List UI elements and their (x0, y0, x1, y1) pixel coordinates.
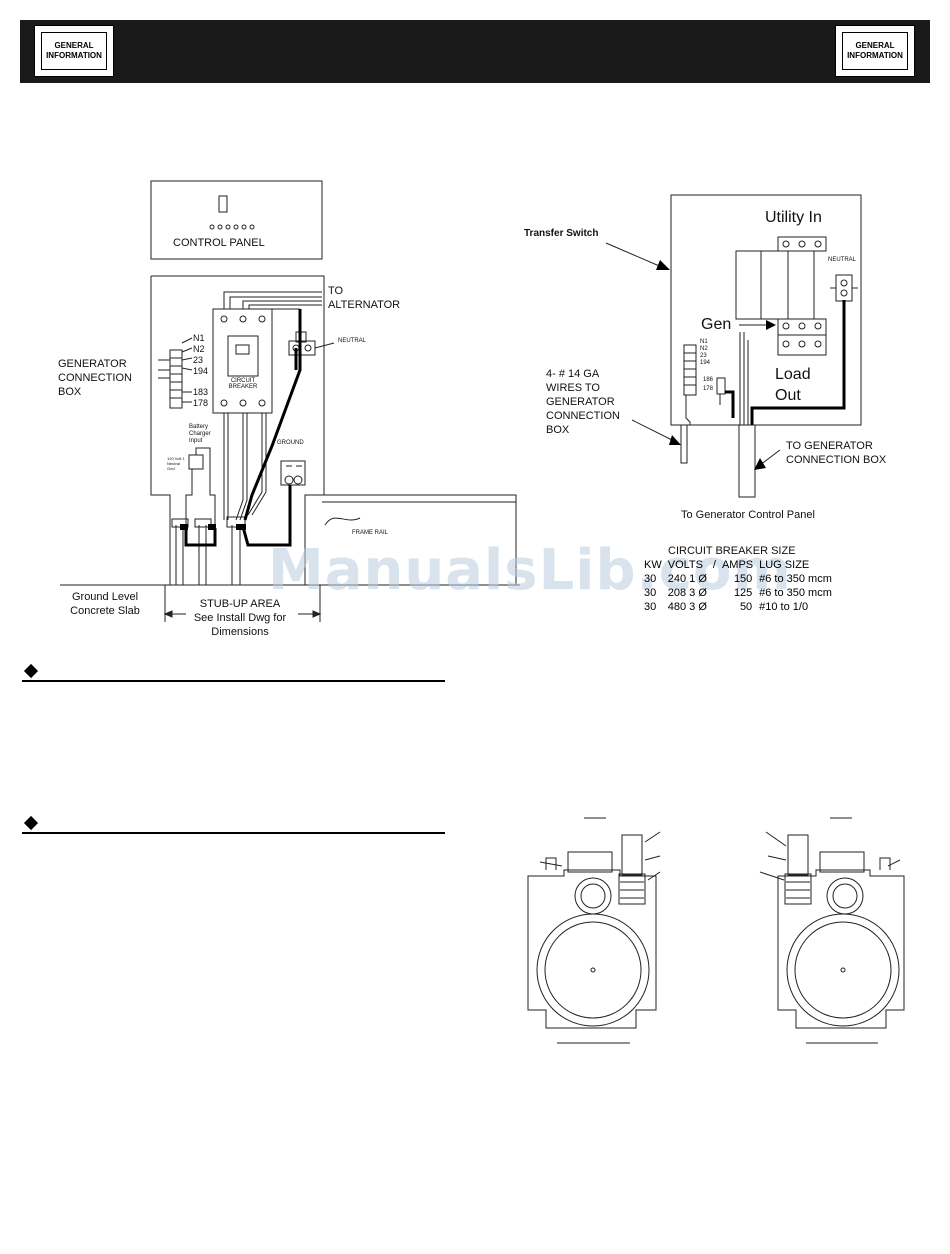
control-panel-label: CONTROL PANEL (173, 237, 265, 249)
circuit-breaker-label: CIRCUIT BREAKER (228, 378, 258, 390)
badge-label-left: GENERAL INFORMATION (41, 32, 107, 70)
load-out-label: Load Out (775, 366, 811, 404)
neutral-label-right: NEUTRAL (828, 257, 857, 263)
terminal-183: 183 (193, 387, 209, 397)
cell-blank (713, 586, 722, 600)
terminal-178: 178 (193, 398, 209, 408)
neutral-label-left: NEUTRAL (338, 338, 367, 344)
transfer-switch-label: Transfer Switch (524, 228, 599, 239)
cell-volts: 208 3 Ø (667, 587, 707, 599)
terminal-n2: N2 (193, 344, 205, 354)
cell-lug-size: #6 to 350 mcm (759, 573, 832, 585)
cell-kw: 30 (644, 601, 657, 613)
right-terminal-n2: N2 (700, 346, 708, 352)
terminal-194: 194 (193, 366, 209, 376)
general-information-badge-right: GENERAL INFORMATION (835, 25, 915, 77)
right-terminal-23: 23 (700, 353, 707, 359)
header-slash: / (712, 559, 716, 571)
table-row: 30 480 3 Ø 50 #10 to 1/0 (644, 600, 838, 614)
cell-lug-size: #10 to 1/0 (759, 601, 809, 613)
header-kw: KW (644, 559, 662, 571)
to-alternator-label: TO ALTERNATOR (328, 285, 401, 311)
cell-kw: 30 (644, 587, 657, 599)
right-terminal-n1: N1 (700, 339, 708, 345)
cell-amps: 150 (733, 573, 753, 585)
cell-amps: 50 (739, 601, 753, 613)
cell-amps: 125 (733, 587, 753, 599)
cell-kw: 30 (644, 573, 657, 585)
right-terminal-194: 194 (700, 360, 711, 366)
right-terminal-186: 186 (703, 377, 714, 383)
header-amps: AMPS (721, 559, 754, 571)
header-volts: VOLTS (667, 559, 703, 571)
right-terminal-178: 178 (703, 386, 714, 392)
wires-to-connection-box-note: 4- # 14 GA WIRES TO GENERATOR CONNECTION… (546, 368, 620, 436)
120-volt-label: 120 Volt 1 Neutral Gnd (167, 456, 185, 471)
to-generator-control-panel-label: To Generator Control Panel (681, 509, 815, 521)
terminal-23: 23 (193, 355, 204, 365)
manualslib-watermark: ManualsLib.com (268, 538, 792, 603)
badge-label-right: GENERAL INFORMATION (842, 32, 908, 70)
terminal-n1: N1 (193, 333, 205, 343)
table-row: 30 240 1 Ø 150 #6 to 350 mcm (644, 572, 838, 586)
battery-charger-input-label: Battery Charger Input (189, 424, 211, 444)
cell-lug-size: #6 to 350 mcm (759, 587, 832, 599)
circuit-breaker-size-table: KW VOLTS / AMPS LUG SIZE 30 240 1 Ø 150 … (644, 558, 838, 614)
cell-blank (713, 572, 722, 586)
cell-volts: 240 1 Ø (667, 573, 707, 585)
header-lug-size: LUG SIZE (759, 559, 810, 571)
frame-rail-label: FRAME RAIL (352, 530, 389, 536)
table-row: 30 208 3 Ø 125 #6 to 350 mcm (644, 586, 838, 600)
generator-connection-box-label: GENERATOR CONNECTION BOX (58, 358, 132, 398)
utility-in-label: Utility In (765, 209, 822, 226)
cell-volts: 480 3 Ø (667, 601, 707, 613)
circuit-breaker-size-title: CIRCUIT BREAKER SIZE (668, 545, 796, 557)
stub-up-area-label: STUB-UP AREA See Install Dwg for Dimensi… (193, 598, 287, 638)
ground-level-label: Ground Level Concrete Slab (70, 591, 140, 617)
table-header-row: KW VOLTS / AMPS LUG SIZE (644, 558, 838, 572)
gen-label: Gen (701, 316, 732, 333)
ground-label: GROUND (277, 440, 304, 446)
page-header-bar: GENERAL INFORMATION GENERAL INFORMATION (20, 20, 930, 83)
general-information-badge-left: GENERAL INFORMATION (34, 25, 114, 77)
cell-blank (713, 600, 722, 614)
to-generator-connection-box-label: TO GENERATOR CONNECTION BOX (786, 440, 887, 466)
